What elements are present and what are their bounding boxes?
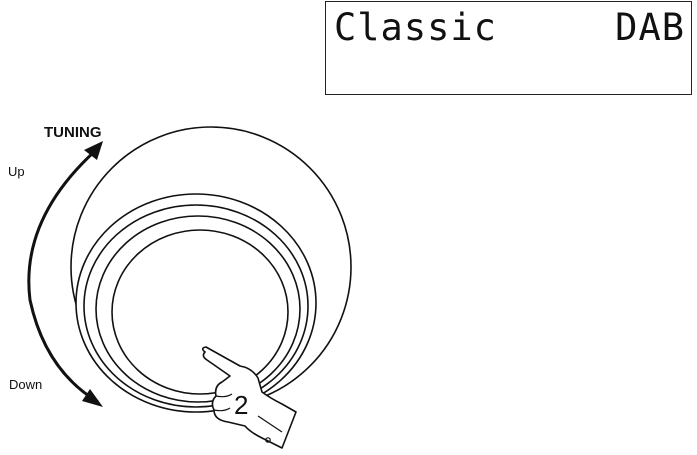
lcd-display: Classic DAB: [325, 1, 692, 95]
tuning-label: TUNING: [44, 124, 102, 141]
rotation-arc: [27, 149, 99, 404]
down-arrow-icon: [82, 389, 103, 407]
up-arrow-icon: [84, 141, 103, 160]
display-band-text: DAB: [615, 6, 685, 49]
step-number: 2: [234, 390, 248, 420]
up-label: Up: [8, 164, 25, 179]
pointing-hand-icon: 2: [201, 346, 297, 449]
knob-face: [111, 229, 289, 395]
display-mode-text: Classic: [334, 6, 497, 49]
down-label: Down: [9, 377, 43, 392]
